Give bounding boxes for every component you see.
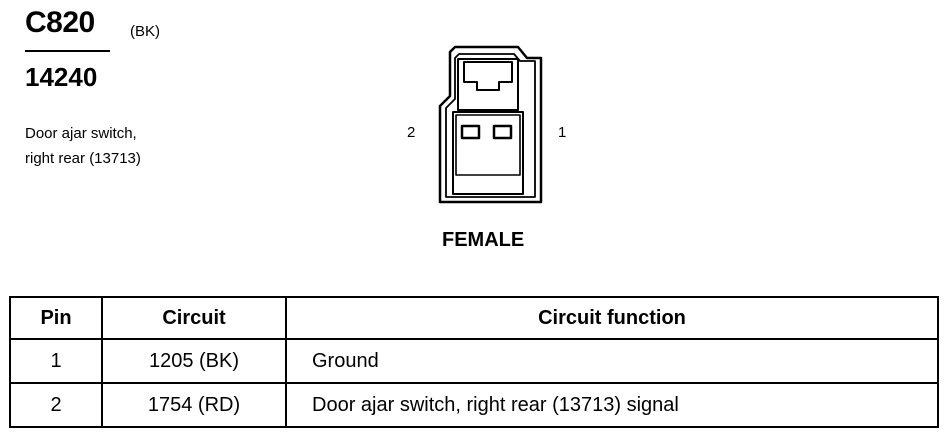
circuit-cell: 1754 (RD) xyxy=(101,382,287,428)
description-line: right rear (13713) xyxy=(25,150,141,167)
column-header-circuit-function: Circuit function xyxy=(285,296,939,340)
connector-gender-label: FEMALE xyxy=(442,229,525,251)
circuit-function-cell: Ground xyxy=(285,338,939,384)
circuit-function-cell: Door ajar switch, right rear (13713) sig… xyxy=(285,382,939,428)
pin-cell: 2 xyxy=(9,382,103,428)
table-header-row: Pin Circuit Circuit function xyxy=(9,296,939,340)
connector-terminal-body xyxy=(452,111,524,195)
pinout-table: Pin Circuit Circuit function 1 1205 (BK)… xyxy=(9,296,939,428)
connector-latch-tab xyxy=(463,61,513,91)
connector-terminal-frame xyxy=(455,114,521,176)
connector-latch-cavity xyxy=(457,58,519,111)
title-divider xyxy=(25,50,110,52)
column-header-circuit: Circuit xyxy=(101,296,287,340)
table-row: 2 1754 (RD) Door ajar switch, right rear… xyxy=(9,382,939,428)
pin-number-label: 1 xyxy=(558,124,567,141)
connector-housing-outline xyxy=(438,45,543,204)
part-number: 14240 xyxy=(25,62,98,92)
column-header-pin: Pin xyxy=(9,296,103,340)
connector-housing-inner xyxy=(445,53,536,198)
pin-cavity-1 xyxy=(492,124,513,140)
connector-face-drawing xyxy=(438,45,543,204)
connector-id: C820 xyxy=(25,6,95,39)
description-line: Door ajar switch, xyxy=(25,125,137,142)
table-row: 1 1205 (BK) Ground xyxy=(9,338,939,384)
pin-cavity-2 xyxy=(460,124,481,140)
pin-number-label: 2 xyxy=(407,124,416,141)
circuit-cell: 1205 (BK) xyxy=(101,338,287,384)
pin-cell: 1 xyxy=(9,338,103,384)
connector-color-code: (BK) xyxy=(130,23,160,40)
connector-description: Door ajar switch, right rear (13713) xyxy=(25,121,225,171)
